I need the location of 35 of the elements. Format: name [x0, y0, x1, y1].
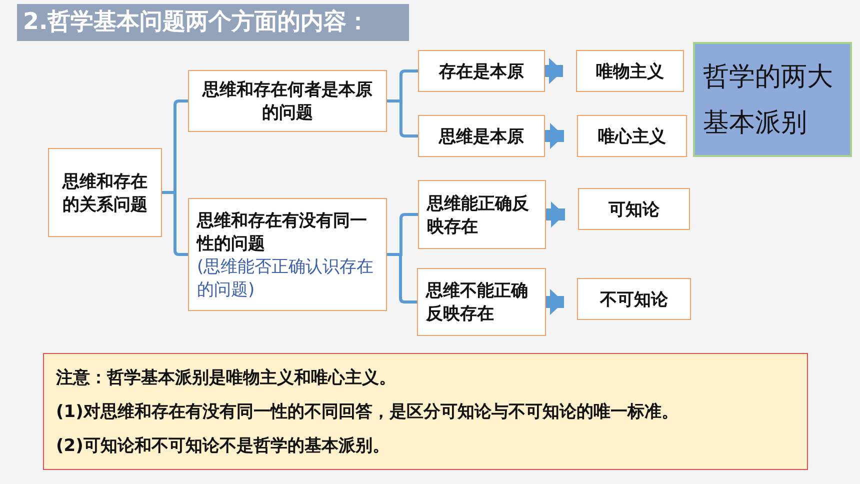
box-text: 思维不能正确反映存在: [426, 280, 529, 325]
box-text: 哲学的两大基本派别: [703, 60, 834, 140]
answer-box: [418, 180, 546, 249]
box-text: 可知论: [608, 198, 660, 220]
theory-box: [578, 188, 690, 230]
block-arrow: [546, 202, 565, 228]
question-box: [188, 70, 387, 132]
box-text: 思维是本原: [438, 126, 525, 148]
box-text: 思维和存在的关系问题: [61, 170, 148, 216]
topic-box: [48, 148, 162, 237]
note-line: (2)可知论和不可知论不是哲学的基本派别。: [56, 434, 390, 458]
block-arrow: [546, 289, 564, 315]
block-arrow: [545, 58, 563, 84]
box-text: 思维和存在有没有同一性的问题: [197, 210, 368, 254]
category-box: [693, 42, 852, 157]
answer-box: [418, 50, 545, 92]
block-arrow: [545, 123, 564, 149]
title-banner: 2.哲学基本问题两个方面的内容：: [17, 4, 409, 41]
school-box: [577, 115, 687, 157]
question-box: [188, 198, 387, 311]
bracket-line: [162, 191, 188, 256]
box-text: 唯心主义: [597, 126, 667, 148]
box-text: 思维和存在何者是本原的问题: [201, 79, 374, 124]
box-text: 唯物主义: [595, 60, 665, 82]
note-line: (1)对思维和存在有没有同一性的不同回答，是区分可知论与不可知论的唯一标准。: [56, 400, 680, 424]
box-text: 存在是本原: [438, 60, 525, 82]
answer-box: [417, 268, 546, 336]
box-text: 思维能正确反映存在: [427, 192, 530, 238]
answer-box: [418, 115, 545, 157]
box-text: 不可知论: [598, 288, 669, 310]
note-text: (思维能否正确认识存在的问题): [197, 256, 375, 300]
theory-box: [577, 278, 691, 320]
note-box: [43, 353, 808, 470]
school-box: [576, 50, 684, 92]
note-line: 注意：哲学基本派别是唯物主义和唯心主义。: [56, 366, 397, 390]
